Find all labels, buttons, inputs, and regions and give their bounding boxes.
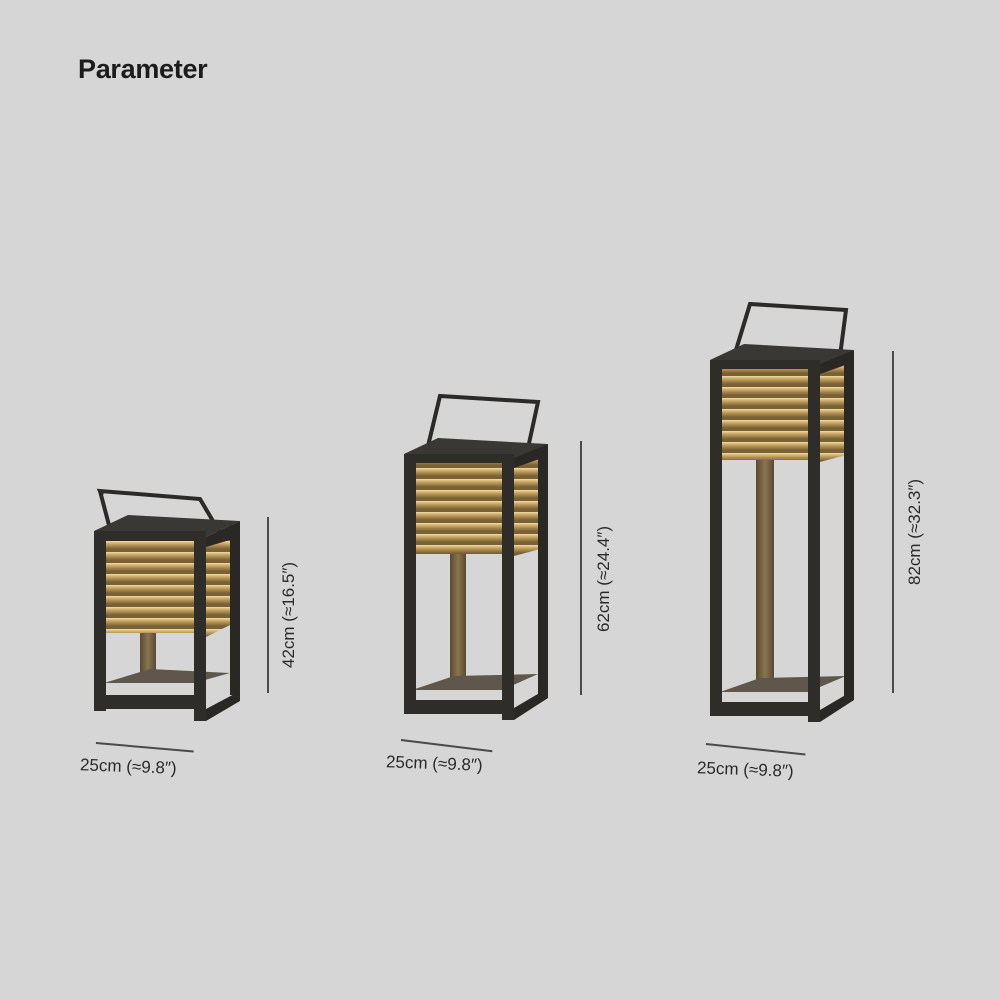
height-dimension-line-medium	[580, 441, 582, 695]
width-label-medium: 25cm (≈9.8″)	[385, 752, 483, 775]
lamp-small-image	[94, 488, 240, 721]
width-label-small: 25cm (≈9.8″)	[79, 755, 177, 778]
height-label-medium: 62cm (≈24.4″)	[594, 525, 613, 632]
width-dimension-line-large	[705, 743, 806, 755]
height-label-large: 82cm (≈32.3″)	[905, 478, 924, 585]
lamp-large-image	[710, 301, 854, 722]
height-label-small: 42cm (≈16.5″)	[279, 561, 298, 668]
width-dimension-line-small	[95, 742, 194, 753]
page-title: Parameter	[78, 54, 208, 84]
height-dimension-line-small	[267, 517, 269, 693]
width-dimension-line-medium	[400, 739, 493, 752]
width-label-large: 25cm (≈9.8″)	[696, 758, 794, 781]
height-dimension-line-large	[892, 351, 894, 693]
lamp-medium-image	[404, 393, 548, 720]
